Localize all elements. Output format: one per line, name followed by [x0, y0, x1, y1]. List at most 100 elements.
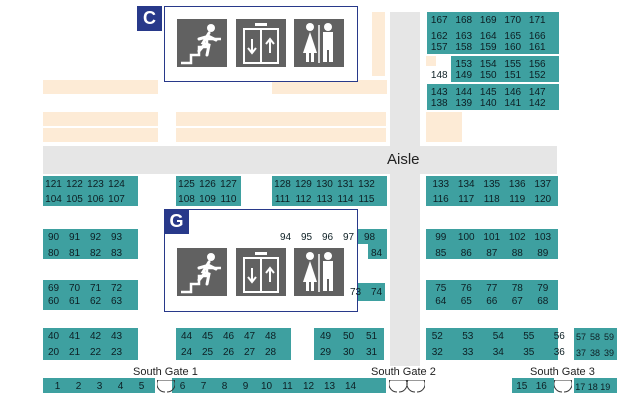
booth-number[interactable]: 26: [222, 347, 235, 358]
booth-number[interactable]: 18: [587, 382, 598, 392]
booth-number[interactable]: 19: [600, 382, 611, 392]
booth-number[interactable]: 32: [431, 347, 443, 358]
booth-number[interactable]: 142: [528, 98, 546, 109]
booth-number[interactable]: 158: [455, 42, 473, 53]
booth-number[interactable]: 168: [455, 15, 473, 26]
booth-number[interactable]: 122: [66, 179, 83, 190]
booth-number[interactable]: 129: [295, 179, 312, 190]
booth-number[interactable]: 60: [47, 296, 60, 307]
booth-number[interactable]: 143: [430, 87, 448, 98]
booth-number[interactable]: 9: [242, 381, 249, 392]
booth-number[interactable]: 46: [222, 331, 235, 342]
booth-number[interactable]: 121: [45, 179, 62, 190]
booth-number[interactable]: 28: [264, 347, 277, 358]
booth-number[interactable]: 40: [47, 331, 60, 342]
booth-number[interactable]: 3: [96, 381, 103, 392]
booth-number[interactable]: 118: [483, 194, 500, 205]
booth-number[interactable]: 125: [178, 179, 195, 190]
booth-number[interactable]: 83: [110, 248, 123, 259]
booth-number[interactable]: 71: [89, 283, 102, 294]
booth-number[interactable]: 48: [264, 331, 277, 342]
booth-number[interactable]: 106: [87, 194, 104, 205]
booth-number[interactable]: 97: [342, 232, 355, 243]
booth-number[interactable]: 101: [483, 232, 501, 243]
booth-number[interactable]: 79: [537, 283, 549, 294]
booth-number[interactable]: 90: [47, 232, 60, 243]
booth-number[interactable]: 117: [458, 194, 475, 205]
booth-number[interactable]: 114: [337, 194, 354, 205]
booth-number[interactable]: 127: [220, 179, 237, 190]
booth-number[interactable]: 4: [117, 381, 124, 392]
booth-number[interactable]: 63: [110, 296, 123, 307]
booth-number[interactable]: 5: [138, 381, 145, 392]
booth-number[interactable]: 153: [455, 59, 473, 70]
booth-number[interactable]: 98: [363, 232, 376, 243]
booth-number[interactable]: 50: [342, 331, 355, 342]
booth-number[interactable]: 76: [460, 283, 472, 294]
booth-number[interactable]: 166: [528, 31, 546, 42]
booth-number[interactable]: 62: [89, 296, 102, 307]
booth-number[interactable]: 123: [87, 179, 104, 190]
booth-number[interactable]: 140: [479, 98, 497, 109]
booth-number[interactable]: 29: [319, 347, 332, 358]
booth-number[interactable]: 104: [45, 194, 62, 205]
booth-number[interactable]: 167: [430, 15, 448, 26]
booth-number[interactable]: 96: [321, 232, 334, 243]
booth-number[interactable]: 150: [479, 70, 497, 81]
booth-number[interactable]: 11: [282, 381, 293, 392]
booth-number[interactable]: 159: [479, 42, 497, 53]
booth-number[interactable]: 135: [483, 179, 501, 190]
booth-number[interactable]: 138: [430, 98, 448, 109]
booth-number[interactable]: 162: [430, 31, 448, 42]
booth-number[interactable]: 136: [508, 179, 526, 190]
booth-number[interactable]: 66: [486, 296, 498, 307]
booth-number[interactable]: 110: [220, 194, 237, 205]
booth-number[interactable]: 91: [68, 232, 81, 243]
booth-number[interactable]: 154: [479, 59, 497, 70]
booth-number[interactable]: 139: [455, 98, 473, 109]
booth-number[interactable]: 107: [108, 194, 125, 205]
booth-number[interactable]: 69: [47, 283, 60, 294]
booth-number[interactable]: 108: [178, 194, 195, 205]
booth-number[interactable]: 16: [535, 381, 547, 392]
booth-number[interactable]: 87: [486, 248, 498, 259]
booth-number[interactable]: 109: [199, 194, 216, 205]
booth-number[interactable]: 151: [504, 70, 522, 81]
booth-number[interactable]: 37: [575, 348, 586, 358]
booth-number[interactable]: 94: [279, 232, 292, 243]
booth-number[interactable]: 164: [479, 31, 497, 42]
booth-number[interactable]: 86: [460, 248, 472, 259]
booth-number[interactable]: 144: [455, 87, 473, 98]
booth-number[interactable]: 120: [534, 194, 552, 205]
booth-number[interactable]: 45: [201, 331, 214, 342]
booth-number[interactable]: 133: [432, 179, 450, 190]
booth-number[interactable]: 92: [89, 232, 102, 243]
booth-number[interactable]: 88: [511, 248, 523, 259]
booth-number[interactable]: 67: [511, 296, 523, 307]
booth-number[interactable]: 141: [504, 98, 522, 109]
booth-number[interactable]: 70: [68, 283, 81, 294]
booth-number[interactable]: 116: [432, 194, 449, 205]
booth-number[interactable]: 39: [603, 348, 614, 358]
booth-number[interactable]: 102: [508, 232, 526, 243]
booth-number[interactable]: 8: [221, 381, 228, 392]
booth-number[interactable]: 161: [528, 42, 546, 53]
booth-number[interactable]: 95: [300, 232, 313, 243]
booth-number[interactable]: 132: [358, 179, 375, 190]
booth-number[interactable]: 99: [435, 232, 447, 243]
booth-number[interactable]: 137: [534, 179, 552, 190]
booth-number[interactable]: 119: [509, 194, 526, 205]
booth-number[interactable]: 105: [66, 194, 83, 205]
booth-number[interactable]: 42: [89, 331, 102, 342]
booth-number[interactable]: 147: [528, 87, 546, 98]
booth-number[interactable]: 134: [457, 179, 475, 190]
booth-number[interactable]: 44: [180, 331, 193, 342]
booth-number[interactable]: 33: [462, 347, 474, 358]
booth-number[interactable]: 55: [523, 331, 535, 342]
booth-number[interactable]: 156: [528, 59, 546, 70]
booth-number[interactable]: 43: [110, 331, 123, 342]
booth-number[interactable]: 170: [504, 15, 522, 26]
booth-number[interactable]: 2: [75, 381, 82, 392]
booth-number[interactable]: 163: [455, 31, 473, 42]
booth-number[interactable]: 75: [435, 283, 447, 294]
